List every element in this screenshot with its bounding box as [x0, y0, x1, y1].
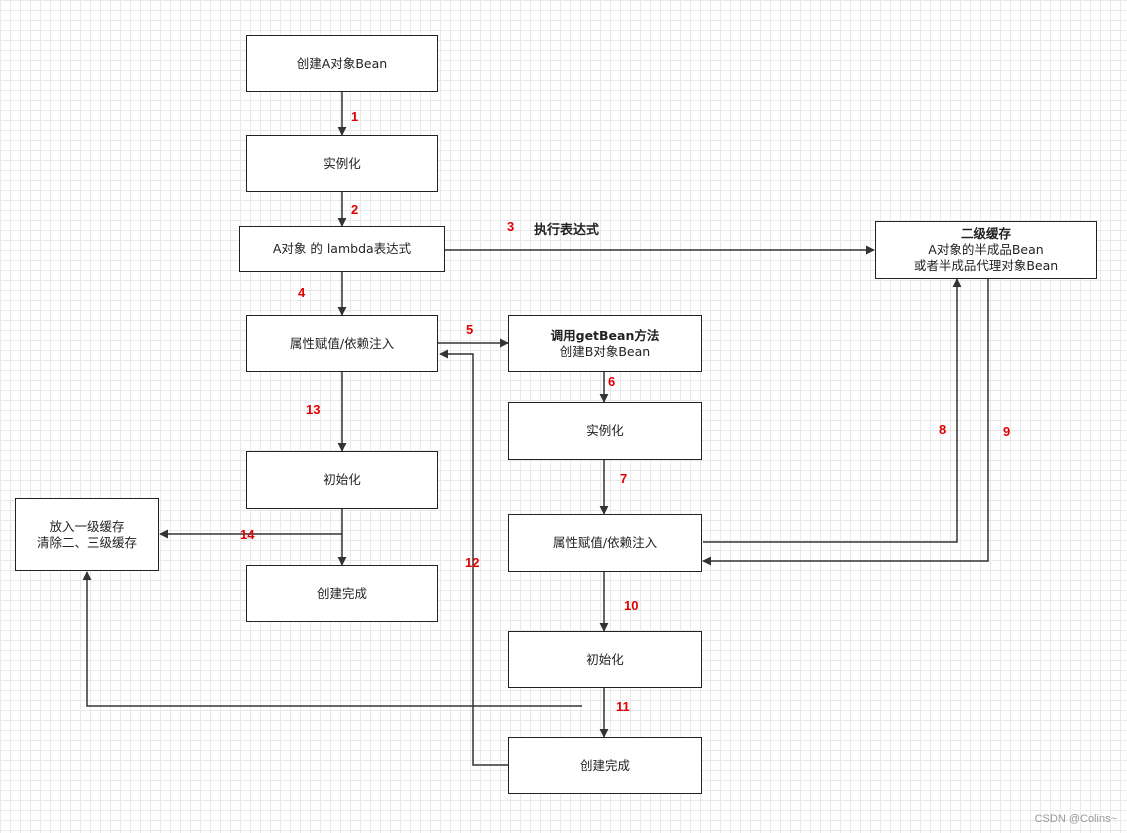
- level1-cache-box: 放入一级缓存 清除二、三级缓存: [15, 498, 159, 571]
- init-a-text: 初始化: [323, 472, 361, 487]
- getbean-b-line2: 创建B对象Bean: [559, 343, 651, 359]
- arrow-8: [703, 278, 962, 543]
- arrow-9: [702, 279, 989, 566]
- step-13-label: 13: [306, 402, 321, 417]
- init-b-box: 初始化: [508, 631, 702, 688]
- step-4-label: 4: [298, 285, 306, 300]
- done-b-box: 创建完成: [508, 737, 702, 794]
- step-1-label: 1: [351, 109, 359, 124]
- getbean-b-box: 调用getBean方法 创建B对象Bean: [508, 315, 702, 372]
- step-12-label: 12: [465, 555, 480, 570]
- populate-a-text: 属性赋值/依赖注入: [289, 335, 395, 351]
- instantiate-b-text: 实例化: [586, 423, 624, 438]
- step-5-label: 5: [466, 322, 474, 337]
- done-b-text: 创建完成: [579, 757, 630, 773]
- step-3-label: 3: [507, 219, 515, 234]
- step-11-label: 11: [616, 699, 630, 714]
- populate-b-box: 属性赋值/依赖注入: [508, 514, 702, 572]
- populate-b-text: 属性赋值/依赖注入: [552, 535, 658, 550]
- init-a-box: 初始化: [246, 451, 438, 509]
- lambda-a-box: A对象 的 lambda表达式: [239, 226, 445, 272]
- level1-cache-line1: 放入一级缓存: [49, 518, 125, 534]
- instantiate-b-box: 实例化: [508, 402, 702, 460]
- execute-expression-label: 执行表达式: [534, 223, 600, 238]
- done-a-box: 创建完成: [246, 565, 438, 622]
- level1-cache-line2: 清除二、三级缓存: [36, 534, 137, 550]
- level2-cache-box: 二级缓存 A对象的半成品Bean 或者半成品代理对象Bean: [875, 221, 1097, 279]
- step-14-label: 14: [240, 527, 255, 542]
- step-10-label: 10: [624, 598, 639, 613]
- watermark: CSDN @Colins~: [1034, 813, 1117, 825]
- init-b-text: 初始化: [586, 651, 624, 667]
- arrow-to-level1: [82, 571, 582, 707]
- step-2-label: 2: [351, 202, 359, 217]
- step-7-label: 7: [620, 471, 628, 486]
- level2-cache-line3: 或者半成品代理对象Bean: [913, 258, 1059, 273]
- level2-cache-line1: 二级缓存: [960, 226, 1011, 241]
- step-6-label: 6: [608, 374, 616, 389]
- step-9-label: 9: [1003, 424, 1011, 439]
- arrow-12: [439, 349, 508, 766]
- level2-cache-line2: A对象的半成品Bean: [928, 242, 1044, 257]
- done-a-text: 创建完成: [316, 585, 367, 601]
- create-a-bean-box: 创建A对象Bean: [246, 35, 438, 92]
- getbean-b-line1: 调用getBean方法: [550, 327, 660, 343]
- instantiate-a-text: 实例化: [323, 155, 361, 171]
- lambda-a-text: A对象 的 lambda表达式: [272, 241, 412, 256]
- instantiate-a-box: 实例化: [246, 135, 438, 192]
- create-a-bean-text: 创建A对象Bean: [296, 55, 388, 71]
- populate-a-box: 属性赋值/依赖注入: [246, 315, 438, 372]
- step-8-label: 8: [939, 422, 947, 437]
